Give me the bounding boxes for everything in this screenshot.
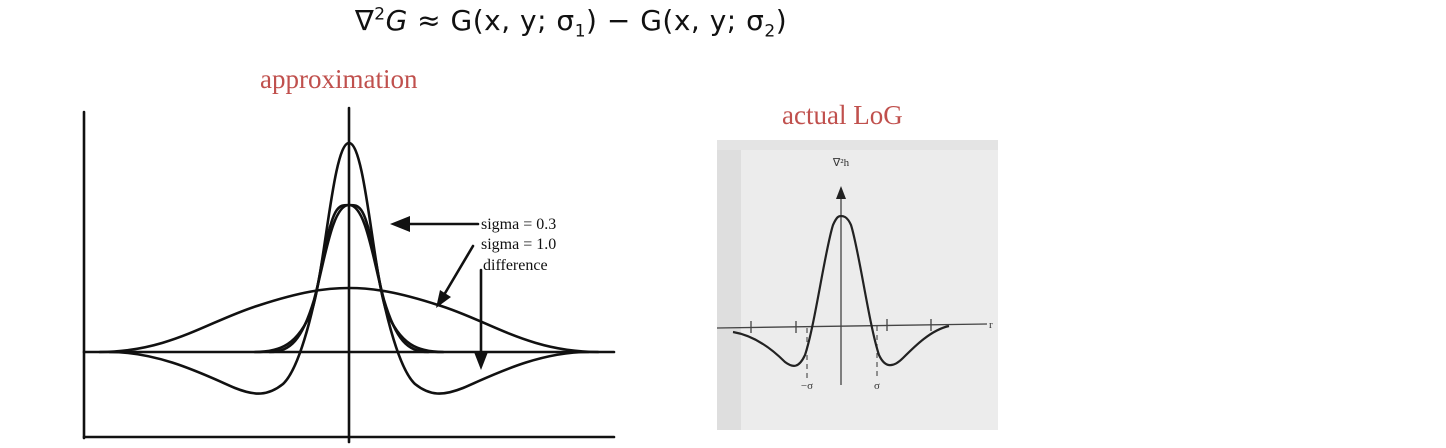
formula: ∇2G ≈ G(x, y; σ1) − G(x, y; σ2): [355, 4, 787, 42]
formula-close1: ): [586, 4, 598, 37]
approximation-plot: sigma = 0.3 sigma = 1.0 difference: [82, 106, 616, 444]
nabla-symbol: ∇: [355, 4, 375, 37]
y-axis-label: ∇²h: [832, 157, 850, 169]
formula-close2: ): [775, 4, 788, 37]
photo-shade-left: [717, 140, 741, 430]
photo-background: [717, 140, 998, 430]
legend-difference: difference: [483, 257, 548, 274]
formula-term1: G(x, y; σ: [450, 4, 575, 37]
arrow-head-2: [436, 290, 451, 308]
arrow-head-3: [474, 352, 488, 370]
photo-y-arrowhead: [836, 186, 846, 199]
legend-sigma-03: sigma = 0.3: [481, 216, 556, 233]
pos-sigma-label: σ: [874, 380, 880, 392]
approximation-caption: approximation: [260, 64, 418, 94]
minus-symbol: −: [597, 4, 641, 37]
actual-log-plot: ∇²h r −σ σ: [716, 140, 998, 430]
difference-curve: [108, 203, 590, 395]
arrow-shaft-2: [439, 244, 475, 302]
arrow-head-1: [390, 216, 410, 232]
photo-shade-top: [717, 140, 998, 150]
log-curve: [732, 214, 950, 367]
legend-sigma-10: sigma = 1.0: [481, 236, 556, 253]
actual-log-caption: actual LoG: [782, 100, 903, 130]
approx-symbol: ≈: [407, 4, 451, 37]
x-axis-label: r: [989, 319, 993, 331]
photo-x-axis: [716, 323, 988, 329]
formula-term2-sub: 2: [764, 21, 776, 42]
formula-term2: G(x, y; σ: [640, 4, 765, 37]
gaussian-wide-curve: [98, 286, 600, 354]
formula-term1-sub: 1: [574, 21, 587, 42]
neg-sigma-label: −σ: [801, 380, 813, 392]
formula-exponent: 2: [374, 4, 386, 25]
formula-lhs-var: G: [385, 4, 408, 37]
